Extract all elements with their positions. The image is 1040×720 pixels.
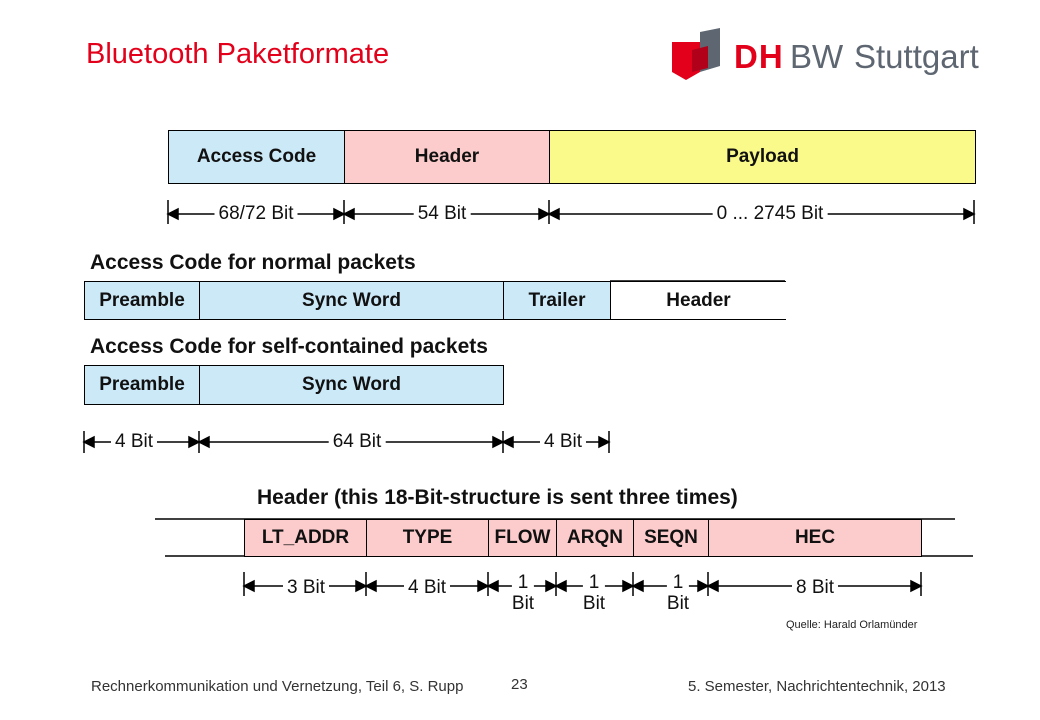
field-lt-addr-label: LT_ADDR: [261, 527, 350, 548]
field-payload: Payload: [549, 130, 976, 184]
dim-trailer: 4 Bit: [539, 431, 587, 453]
dim-flow-num: 1: [511, 572, 535, 593]
field-access-code-label: Access Code: [196, 146, 317, 167]
field-header-normal-label: Header: [666, 289, 731, 311]
dim-arqn-num: 1: [582, 572, 606, 593]
self-packets-heading: Access Code for self-contained packets: [90, 335, 488, 358]
dhbw-logo-mark-icon: [672, 28, 720, 80]
field-preamble-self: Preamble: [84, 365, 200, 405]
header-structure-heading: Header (this 18-Bit-structure is sent th…: [257, 486, 738, 509]
field-seqn-label: SEQN: [644, 527, 698, 548]
field-access-code: Access Code: [168, 130, 345, 184]
field-sync-word-normal-label: Sync Word: [302, 289, 401, 311]
dim-sync-word: 64 Bit: [328, 431, 386, 453]
dim-header: 54 Bit: [413, 203, 471, 225]
field-lt-addr: LT_ADDR: [244, 519, 367, 557]
dim-arqn: 1 Bit: [582, 572, 606, 614]
field-header-normal: Header: [610, 281, 786, 320]
dim-seqn-unit: Bit: [666, 593, 690, 614]
footer-page-number: 23: [511, 676, 528, 693]
field-type-label: TYPE: [402, 527, 453, 548]
logo-dh: DH: [734, 38, 784, 75]
field-flow-label: FLOW: [494, 527, 551, 548]
source-credit: Quelle: Harald Orlamünder: [786, 619, 918, 631]
field-arqn-label: ARQN: [567, 527, 623, 548]
field-header: Header: [344, 130, 550, 184]
footer-semester: 5. Semester, Nachrichtentechnik, 2013: [688, 678, 946, 695]
field-type: TYPE: [366, 519, 489, 557]
field-sync-word-self: Sync Word: [199, 365, 504, 405]
dim-preamble: 4 Bit: [110, 431, 158, 453]
slide-title: Bluetooth Paketformate: [86, 38, 390, 70]
field-flow: FLOW: [488, 519, 557, 557]
field-sync-word-self-label: Sync Word: [302, 374, 401, 395]
logo-bw: BW: [790, 38, 844, 75]
field-trailer: Trailer: [503, 281, 611, 320]
dim-type: 4 Bit: [403, 577, 451, 599]
field-arqn: ARQN: [556, 519, 634, 557]
field-sync-word-normal: Sync Word: [199, 281, 504, 320]
dim-seqn: 1 Bit: [666, 572, 690, 614]
dim-hec: 8 Bit: [791, 577, 839, 599]
dim-flow-unit: Bit: [511, 593, 535, 614]
dim-flow: 1 Bit: [511, 572, 535, 614]
footer-course: Rechnerkommunikation und Vernetzung, Tei…: [91, 678, 464, 695]
field-trailer-label: Trailer: [528, 289, 586, 311]
field-payload-label: Payload: [726, 146, 799, 167]
field-preamble-normal: Preamble: [84, 281, 200, 320]
field-hec: HEC: [708, 519, 922, 557]
dim-payload: 0 ... 2745 Bit: [712, 203, 828, 225]
field-hec-label: HEC: [794, 527, 836, 548]
field-preamble-self-label: Preamble: [99, 374, 185, 395]
field-preamble-normal-label: Preamble: [99, 289, 185, 311]
dim-arqn-unit: Bit: [582, 593, 606, 614]
field-seqn: SEQN: [633, 519, 709, 557]
dhbw-logo: DH BW Stuttgart: [672, 28, 992, 82]
dim-access-code: 68/72 Bit: [214, 203, 298, 225]
normal-packets-heading: Access Code for normal packets: [90, 251, 416, 274]
dim-lt-addr: 3 Bit: [282, 577, 330, 599]
dim-seqn-num: 1: [666, 572, 690, 593]
logo-city: Stuttgart: [854, 38, 979, 75]
field-header-label: Header: [414, 146, 480, 167]
